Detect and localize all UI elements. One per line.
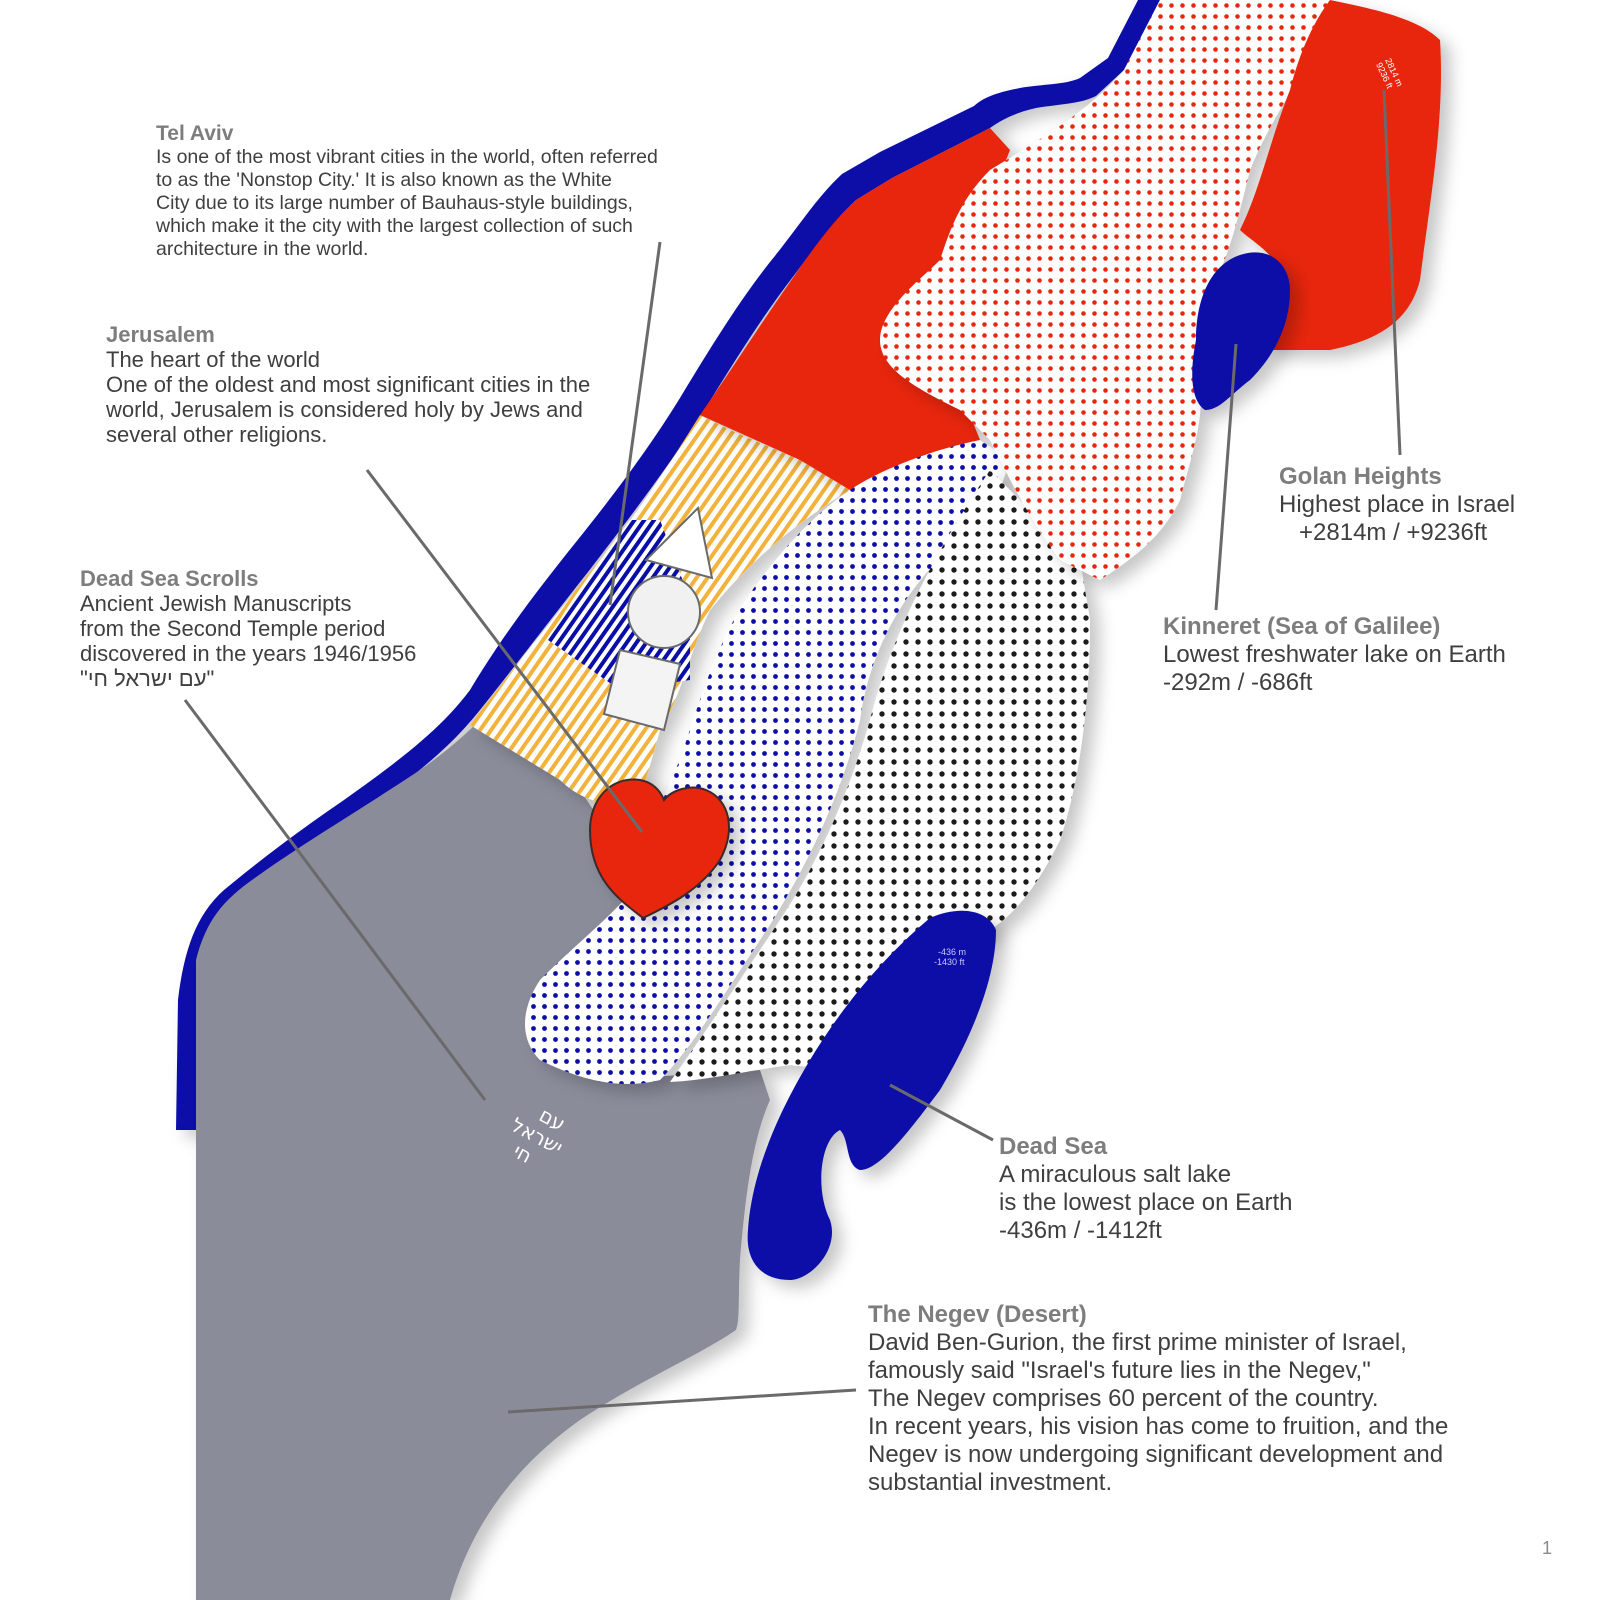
- annotation-dead-sea-scrolls: Dead Sea Scrolls Ancient Jewish Manuscri…: [80, 566, 416, 691]
- annotation-line: world, Jerusalem is considered holy by J…: [106, 397, 583, 422]
- annotation-line: A miraculous salt lake: [999, 1161, 1232, 1188]
- square-icon: [602, 648, 682, 732]
- page-number: 1: [1542, 1538, 1553, 1558]
- annotation-tel-aviv: Tel Aviv Is one of the most vibrant citi…: [156, 121, 658, 261]
- annotation-line: City due to its large number of Bauhaus-…: [156, 192, 633, 214]
- circle-icon: [627, 575, 701, 649]
- annotation-kinneret: Kinneret (Sea of Galilee) Lowest freshwa…: [1163, 613, 1506, 697]
- jerusalem-leader: [365, 469, 644, 833]
- annotation-line: Is one of the most vibrant cities in the…: [156, 146, 658, 168]
- dead-sea-elevation-mark: -436 m -1430 ft: [934, 947, 969, 967]
- golan-leader: [1382, 89, 1402, 456]
- annotation-line: -292m / -686ft: [1163, 669, 1313, 696]
- annotation-line: is the lowest place on Earth: [999, 1189, 1293, 1216]
- tel-aviv-leader: [608, 241, 662, 606]
- dead-sea-leader: [889, 1083, 994, 1142]
- annotation-line: which make it the city with the largest …: [156, 215, 633, 237]
- blue-dot-region: [525, 440, 1010, 1084]
- scrolls-leader: [183, 699, 487, 1101]
- annotation-dead-sea: Dead Sea A miraculous salt lake is the l…: [999, 1133, 1293, 1245]
- annotation-jerusalem: Jerusalem The heart of the world One of …: [106, 322, 590, 447]
- annotation-line: -436m / -1412ft: [999, 1217, 1162, 1244]
- annotation-line: David Ben-Gurion, the first prime minist…: [868, 1329, 1407, 1356]
- annotation-title: Kinneret (Sea of Galilee): [1163, 613, 1441, 640]
- annotation-line: The heart of the world: [106, 347, 321, 372]
- annotation-negev: The Negev (Desert) David Ben-Gurion, the…: [868, 1301, 1448, 1497]
- triangle-icon: [644, 505, 714, 580]
- annotation-line: +2814m / +9236ft: [1279, 519, 1488, 546]
- annotation-line: "עם ישראל חי": [80, 666, 215, 691]
- dead-sea-piece: [747, 910, 996, 1280]
- annotation-line: Highest place in Israel: [1279, 491, 1516, 518]
- kinneret-leader: [1214, 343, 1238, 611]
- annotation-line: Ancient Jewish Manuscripts: [80, 591, 352, 616]
- annotation-golan-heights: Golan Heights Highest place in Israel +2…: [1279, 463, 1515, 547]
- annotation-line: to as the 'Nonstop City.' It is also kno…: [156, 169, 612, 191]
- annotation-line: several other religions.: [106, 422, 328, 447]
- negev-region: [196, 700, 770, 1600]
- red-central-region: [700, 128, 1010, 490]
- annotation-title: Dead Sea: [999, 1133, 1108, 1160]
- annotation-line: architecture in the world.: [156, 238, 369, 260]
- annotation-line: discovered in the years 1946/1956: [80, 641, 417, 666]
- annotation-line: The Negev comprises 60 percent of the co…: [868, 1385, 1379, 1412]
- galilee-dot-region: [880, 0, 1330, 580]
- annotation-title: Golan Heights: [1279, 463, 1442, 490]
- annotation-line: famously said "Israel's future lies in t…: [868, 1357, 1371, 1384]
- annotation-title: The Negev (Desert): [868, 1301, 1087, 1328]
- annotation-title: Jerusalem: [106, 322, 215, 347]
- kinneret-piece: [1192, 252, 1290, 410]
- annotation-line: from the Second Temple period: [80, 616, 386, 641]
- annotation-line: One of the oldest and most significant c…: [106, 372, 591, 397]
- annotation-title: Tel Aviv: [156, 122, 234, 145]
- annotation-line: Lowest freshwater lake on Earth: [1163, 641, 1506, 668]
- heart-icon: [588, 778, 730, 920]
- annotation-line: substantial investment.: [868, 1469, 1113, 1496]
- annotation-line: Negev is now undergoing significant deve…: [868, 1441, 1444, 1468]
- annotation-title: Dead Sea Scrolls: [80, 566, 259, 591]
- negev-leader: [507, 1388, 857, 1414]
- annotation-line: In recent years, his vision has come to …: [868, 1413, 1449, 1440]
